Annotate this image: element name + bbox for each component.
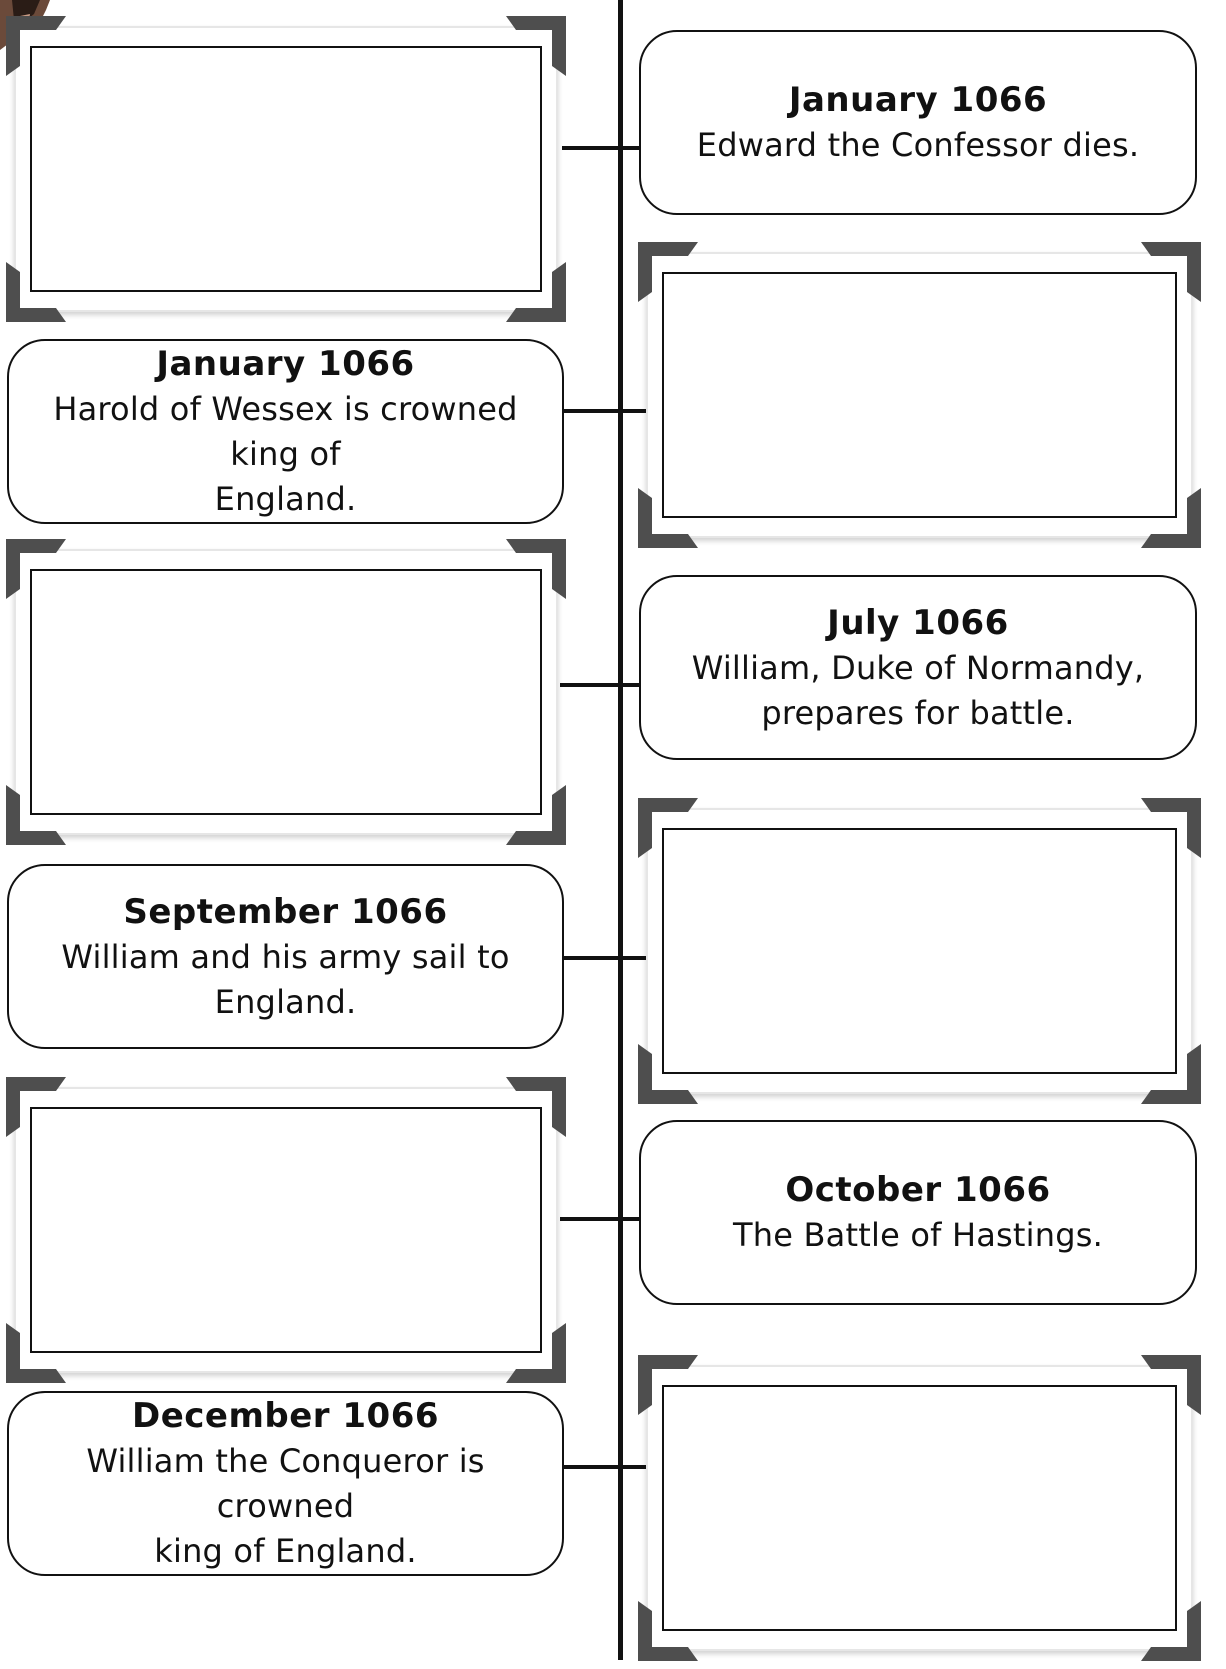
event-date: July 1066: [827, 602, 1009, 643]
timeline-connector: [562, 956, 620, 960]
timeline-connector: [562, 1465, 620, 1469]
timeline-event: July 1066 William, Duke of Normandy, pre…: [639, 575, 1197, 760]
event-date: September 1066: [123, 891, 448, 932]
event-description: prepares for battle.: [761, 693, 1075, 732]
timeline-connector: [562, 146, 620, 150]
picture-frame: [638, 1355, 1201, 1661]
event-date: October 1066: [785, 1170, 1051, 1210]
event-description: William, Duke of Normandy,: [691, 648, 1145, 687]
timeline-event: September 1066 William and his army sail…: [7, 864, 564, 1049]
timeline-event: October 1066 The Battle of Hastings.: [639, 1120, 1197, 1305]
event-description: William and his army sail to: [61, 937, 510, 976]
picture-frame: [6, 16, 566, 322]
picture-frame: [638, 242, 1201, 548]
event-description: England.: [214, 982, 357, 1021]
event-description: England.: [214, 480, 357, 518]
timeline-connector: [560, 1217, 620, 1221]
event-description: king of England.: [154, 1532, 417, 1570]
event-date: January 1066: [156, 344, 415, 384]
timeline-connector: [620, 956, 648, 960]
event-date: January 1066: [788, 80, 1048, 120]
drawing-area[interactable]: [30, 569, 542, 815]
drawing-area[interactable]: [662, 1385, 1177, 1631]
timeline-spine: [618, 0, 623, 1660]
drawing-area[interactable]: [30, 46, 542, 292]
drawing-area[interactable]: [662, 828, 1177, 1074]
timeline-event: January 1066 Harold of Wessex is crowned…: [7, 339, 564, 524]
event-description: The Battle of Hastings.: [733, 1216, 1103, 1254]
timeline-connector: [562, 409, 620, 413]
timeline-event: December 1066 William the Conqueror is c…: [7, 1391, 564, 1576]
timeline-connector: [620, 409, 648, 413]
picture-frame: [638, 798, 1201, 1104]
drawing-area[interactable]: [662, 272, 1177, 518]
drawing-area[interactable]: [30, 1107, 542, 1353]
event-description: Edward the Confessor dies.: [696, 126, 1140, 164]
picture-frame: [6, 539, 566, 845]
timeline-event: January 1066 Edward the Confessor dies.: [639, 30, 1197, 215]
picture-frame: [6, 1077, 566, 1383]
event-description: William the Conqueror is crowned: [86, 1442, 485, 1525]
timeline-connector: [620, 1465, 648, 1469]
event-date: December 1066: [131, 1396, 440, 1436]
timeline-connector: [560, 683, 620, 687]
event-description: Harold of Wessex is crowned king of: [53, 390, 518, 473]
